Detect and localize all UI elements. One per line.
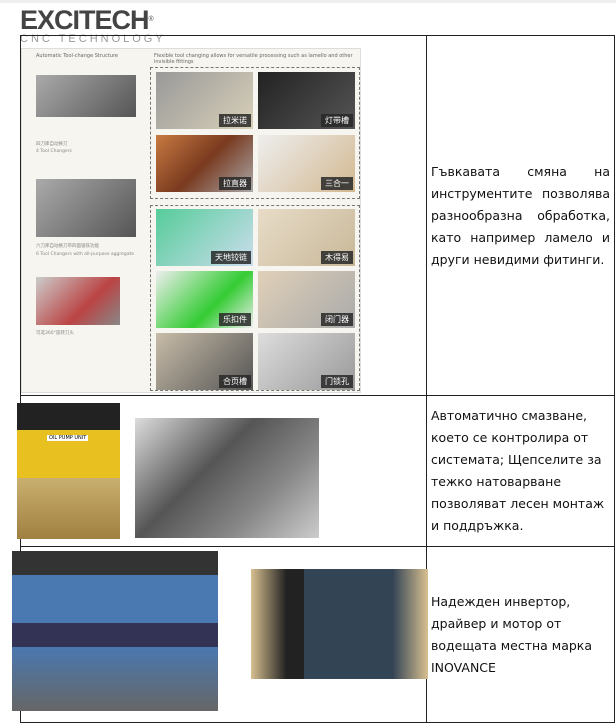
top-bar <box>0 0 616 3</box>
figure-left-title: Automatic Tool-change Structure <box>36 53 118 59</box>
tile-door-closer: 闭门器 <box>258 271 355 328</box>
description-cell: Автоматично смазване, което се контролир… <box>426 395 615 547</box>
caption-en: 4 Tool Changers <box>36 149 72 154</box>
description-cell: Надежден инвертор, драйвер и мотор от во… <box>426 546 615 723</box>
description-cell: Гъвкавата смяна на инструментите позволя… <box>426 35 615 396</box>
rotating-head-photo <box>36 277 120 325</box>
dashed-group <box>150 205 360 391</box>
table-row: OIL PUMP UNIT Автоматично смазване, коет… <box>17 395 615 547</box>
tile-connector: 木得易 <box>258 209 355 266</box>
electrical-cabinet-photo <box>12 551 218 711</box>
tool-changer-photo <box>36 179 136 237</box>
figure-right-title: Flexible tool changing allows for versat… <box>154 53 353 65</box>
tile-clip: 乐扣件 <box>156 271 253 328</box>
spec-table: Automatic Tool-change Structure Flexible… <box>12 35 615 723</box>
table-row: Надежден инвертор, драйвер и мотор от во… <box>12 546 615 723</box>
logo-brand: EXCITECH <box>20 5 150 35</box>
tile-lamello: 拉米诺 <box>156 72 253 129</box>
caption-cn: 四刀库自动换刀 <box>36 142 68 147</box>
table-row: Automatic Tool-change Structure Flexible… <box>20 35 615 396</box>
caption-cn: 六刀库自动换刀带四面锯铣功能 <box>36 244 99 249</box>
tile-three-in-one: 三合一 <box>258 135 355 192</box>
figure-cell: OIL PUMP UNIT <box>17 395 427 547</box>
figure-cell: Automatic Tool-change Structure Flexible… <box>20 35 427 396</box>
inovance-drives-photo <box>251 569 428 679</box>
heavy-duty-plug-photo <box>135 418 319 538</box>
oil-pump-photo: OIL PUMP UNIT <box>17 403 120 539</box>
tool-changer-photo <box>36 75 136 117</box>
figure-cell <box>12 546 428 723</box>
tile-lock-hole: 门锁孔 <box>258 333 355 390</box>
tile-straightener: 拉直器 <box>156 135 253 192</box>
dashed-group <box>150 67 360 199</box>
registered-mark: ® <box>148 16 154 23</box>
caption-cn: 可选360°旋转刀头 <box>36 331 74 336</box>
tile-light-strip: 灯带槽 <box>258 72 355 129</box>
tool-change-figure: Automatic Tool-change Structure Flexible… <box>21 48 361 393</box>
tile-hinge-slot: 合页槽 <box>156 333 253 390</box>
oil-pump-label: OIL PUMP UNIT <box>47 435 89 441</box>
tile-hinge: 天地铰链 <box>156 209 253 266</box>
caption-en: 6 Tool Changers with all-purpose aggrega… <box>36 252 135 257</box>
